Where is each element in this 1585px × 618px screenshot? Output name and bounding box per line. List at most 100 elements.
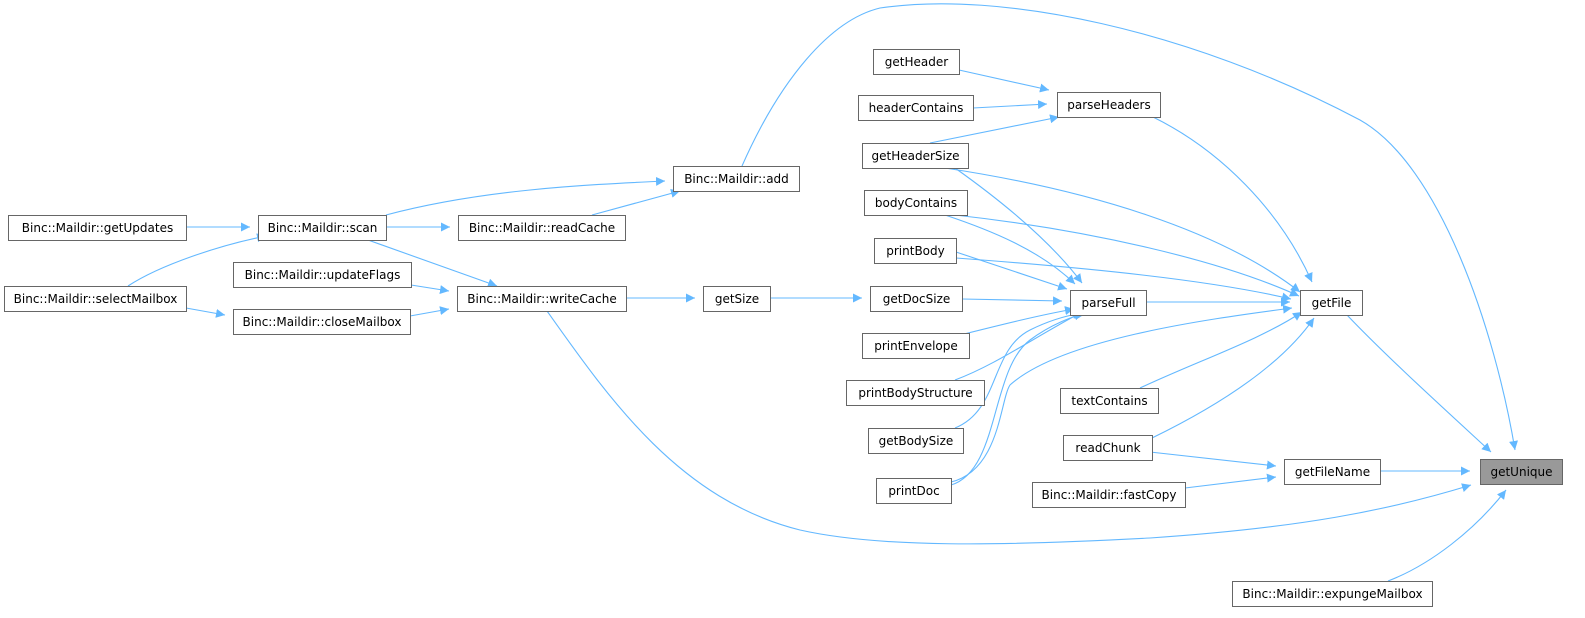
edge-printBody-to-parseFull <box>955 251 1068 291</box>
node-label: printEnvelope <box>874 339 958 353</box>
node-parseFull[interactable]: parseFull <box>1070 290 1147 316</box>
node-label: Binc::Maildir::selectMailbox <box>14 292 178 306</box>
node-box <box>8 215 187 241</box>
node-getHeader[interactable]: getHeader <box>873 49 960 75</box>
edge-selectMailbox-to-closeMailbox <box>185 307 226 318</box>
node-label: readChunk <box>1075 441 1140 455</box>
node-readChunk[interactable]: readChunk <box>1063 435 1153 461</box>
node-getFileName[interactable]: getFileName <box>1284 459 1381 485</box>
edge-getDocSize-to-parseFull <box>961 296 1063 306</box>
edge-readCache-to-add <box>591 189 681 216</box>
node-selectMailbox[interactable]: Binc::Maildir::selectMailbox <box>4 286 187 312</box>
edges-layer <box>127 3 1518 582</box>
node-box <box>458 215 626 241</box>
node-box <box>703 286 771 312</box>
node-expungeMailbox[interactable]: Binc::Maildir::expungeMailbox <box>1232 581 1433 607</box>
edge-textContains-to-getFile <box>1139 311 1303 389</box>
node-label: printDoc <box>888 484 939 498</box>
node-getSize[interactable]: getSize <box>703 286 771 312</box>
edge-readChunk-to-getFile <box>1151 317 1315 439</box>
node-box <box>874 238 957 264</box>
node-fastCopy[interactable]: Binc::Maildir::fastCopy <box>1032 482 1186 508</box>
node-label: Binc::Maildir::fastCopy <box>1042 488 1177 502</box>
node-box <box>1070 290 1147 316</box>
node-label: Binc::Maildir::updateFlags <box>245 268 401 282</box>
node-label: bodyContains <box>875 196 957 210</box>
node-label: getUnique <box>1490 465 1552 479</box>
edge-scan-to-writeCache <box>367 239 498 288</box>
node-label: getHeaderSize <box>871 149 959 163</box>
node-getDocSize[interactable]: getDocSize <box>870 286 963 312</box>
node-box <box>876 478 952 504</box>
node-getUnique[interactable]: getUnique <box>1480 459 1563 485</box>
node-box <box>457 286 627 312</box>
node-label: getBodySize <box>879 434 954 448</box>
node-scan[interactable]: Binc::Maildir::scan <box>258 215 387 241</box>
node-label: getFileName <box>1295 465 1370 479</box>
node-box <box>862 143 969 169</box>
edge-bodyContains-to-parseFull <box>944 214 1076 285</box>
edge-scan-to-add <box>385 176 666 216</box>
node-add[interactable]: Binc::Maildir::add <box>673 166 800 192</box>
edge-selectMailbox-to-scan <box>127 233 267 287</box>
node-printEnvelope[interactable]: printEnvelope <box>862 333 970 359</box>
node-box <box>233 262 412 288</box>
edge-parseHeaders-to-getFile <box>1152 116 1313 283</box>
edge-printBodyStructure-to-parseFull <box>954 311 1083 381</box>
node-closeMailbox[interactable]: Binc::Maildir::closeMailbox <box>233 309 411 335</box>
node-box <box>864 190 968 216</box>
node-box <box>1057 92 1161 118</box>
edge-getHeaderSize-to-getFile <box>944 167 1301 293</box>
node-readCache[interactable]: Binc::Maildir::readCache <box>458 215 626 241</box>
node-box <box>1284 459 1381 485</box>
edge-closeMailbox-to-writeCache <box>409 306 450 317</box>
node-label: getHeader <box>885 55 948 69</box>
edge-getBodySize-to-parseFull <box>954 310 1083 429</box>
node-box <box>233 309 411 335</box>
edge-expungeMailbox-to-getUnique <box>1387 489 1507 582</box>
node-getUpdates[interactable]: Binc::Maildir::getUpdates <box>8 215 187 241</box>
edge-getHeaderSize-to-parseFull <box>954 167 1083 284</box>
node-box <box>673 166 800 192</box>
node-label: Binc::Maildir::scan <box>268 221 378 235</box>
node-box <box>846 380 985 406</box>
node-printBody[interactable]: printBody <box>874 238 957 264</box>
node-box <box>870 286 963 312</box>
node-printBodyStructure[interactable]: printBodyStructure <box>846 380 985 406</box>
node-box <box>1060 388 1159 414</box>
edge-writeCache-to-getUnique <box>546 310 1472 545</box>
node-writeCache[interactable]: Binc::Maildir::writeCache <box>457 286 627 312</box>
node-label: Binc::Maildir::writeCache <box>467 292 616 306</box>
node-label: Binc::Maildir::closeMailbox <box>243 315 402 329</box>
node-label: getSize <box>715 292 759 306</box>
node-bodyContains[interactable]: bodyContains <box>864 190 968 216</box>
edge-headerContains-to-parseHeaders <box>972 99 1048 109</box>
node-label: Binc::Maildir::add <box>684 172 789 186</box>
node-box <box>258 215 387 241</box>
node-parseHeaders[interactable]: parseHeaders <box>1057 92 1161 118</box>
edge-printBody-to-getFile <box>955 257 1292 302</box>
node-label: printBody <box>886 244 945 258</box>
node-label: parseFull <box>1081 296 1135 310</box>
node-label: Binc::Maildir::expungeMailbox <box>1242 587 1422 601</box>
node-textContains[interactable]: textContains <box>1060 388 1159 414</box>
node-label: Binc::Maildir::readCache <box>469 221 615 235</box>
edge-fastCopy-to-getFileName <box>1184 473 1277 489</box>
node-label: parseHeaders <box>1067 98 1150 112</box>
edge-printDoc-to-getFile <box>950 304 1293 483</box>
node-label: getDocSize <box>883 292 951 306</box>
node-label: headerContains <box>869 101 964 115</box>
node-getHeaderSize[interactable]: getHeaderSize <box>862 143 969 169</box>
node-label: printBodyStructure <box>858 386 972 400</box>
node-box <box>1063 435 1153 461</box>
node-box <box>1232 581 1433 607</box>
node-headerContains[interactable]: headerContains <box>858 95 974 121</box>
node-getFile[interactable]: getFile <box>1300 290 1363 316</box>
node-label: Binc::Maildir::getUpdates <box>22 221 173 235</box>
node-printDoc[interactable]: printDoc <box>876 478 952 504</box>
node-updateFlags[interactable]: Binc::Maildir::updateFlags <box>233 262 412 288</box>
nodes-layer: getUniquegetFilegetFileNameBinc::Maildir… <box>4 49 1563 607</box>
node-box <box>858 95 974 121</box>
node-getBodySize[interactable]: getBodySize <box>868 428 964 454</box>
